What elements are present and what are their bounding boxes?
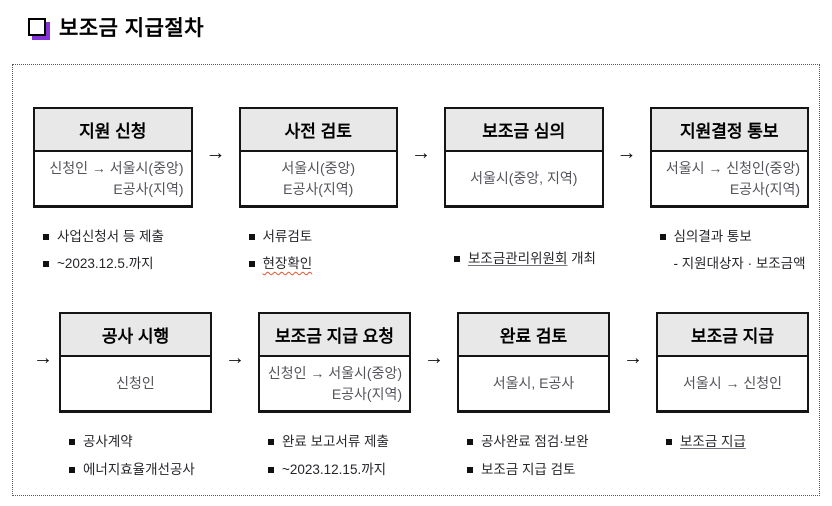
flow-step-party-line: 신청인 → 서울시(중앙) [267, 364, 402, 381]
bullet-text: 지원대상자 · 보조금액 [681, 256, 806, 272]
flow-step-parties: 서울시, E공사 [459, 357, 608, 410]
flow-step-parties: 서울시(중앙) E공사(지역) [241, 152, 397, 205]
bullet-item: 에너지효율개선공사 [69, 461, 212, 479]
right-arrow-icon: → [33, 347, 53, 370]
bullet-item: 보조금 지급 [666, 433, 809, 451]
bullet-text: ~2023.12.5.까지 [57, 256, 154, 272]
bullet-item: 보조금 지급 검토 [467, 461, 610, 479]
bullet-item: ~2023.12.15.까지 [268, 461, 411, 479]
flow-step-notes: 사업신청서 등 제출 ~2023.12.5.까지 [33, 228, 193, 273]
bullet-item: 완료 보고서류 제출 [268, 433, 411, 451]
bullet-item: ~2023.12.5.까지 [43, 255, 193, 273]
right-arrow-icon: → [225, 347, 245, 370]
bullet-text: 보조금관리위원회 개최 [468, 251, 596, 266]
flow-step-notes: 보조금 지급 [656, 433, 809, 451]
flow-step-title: 공사 시행 [61, 314, 210, 358]
bullet-text: 심의결과 통보 [673, 229, 752, 244]
flow-step-party-line: E공사(지역) [331, 385, 402, 402]
bullet-item: 심의결과 통보 [660, 228, 810, 246]
flow-step-title: 사전 검토 [240, 109, 396, 152]
flow-step-party-line: 신청인 [116, 375, 155, 392]
right-arrow-icon: → [411, 142, 431, 164]
bullet-text: 보조금 지급 [680, 434, 746, 449]
bullet-text: 완료 보고서류 제출 [282, 434, 389, 450]
bullet-item: 공사완료 점검·보완 [467, 433, 610, 451]
flow-step-party-line: 서울시 → 신청인 [682, 375, 783, 392]
bullet-text: 현장확인 [263, 256, 313, 271]
spellcheck-marked-text: 현장확인 [262, 256, 313, 272]
bullet-item: 사업신청서 등 제출 [43, 228, 193, 246]
flow-step-notes: 심의결과 통보지원대상자 · 보조금액 [650, 228, 810, 273]
bullet-item: 서류검토 [249, 228, 399, 246]
right-arrow-icon: → [424, 347, 444, 370]
underlined-text: 보조금 지급 [680, 434, 746, 450]
flow-step-party-line: E공사(지역) [283, 180, 354, 197]
flow-step-title: 보조금 지급 [658, 314, 807, 358]
square-bullet-icon [28, 18, 46, 36]
bullet-text: 서류검토 [262, 229, 313, 244]
flow-step-title: 지원 신청 [35, 109, 191, 152]
flow-step-party-line: 서울시(중앙) [281, 159, 356, 176]
bullet-item: 보조금관리위원회 개최 [454, 250, 604, 268]
flow-step-party-line: E공사(지역) [113, 180, 184, 197]
page-title: 보조금 지급절차 [28, 12, 204, 42]
bullet-item: 현장확인 [249, 255, 399, 273]
flow-step-party-line: 신청인 → 서울시(중앙) [49, 159, 184, 176]
right-arrow-icon: → [205, 142, 226, 164]
right-arrow-icon: → [616, 142, 637, 164]
flow-step-title: 지원결정 통보 [651, 109, 807, 152]
flow-step-party-line: 서울시(중앙, 지역) [470, 170, 578, 186]
flow-step-parties: 신청인 → 서울시(중앙) E공사(지역) [260, 357, 409, 410]
page-title-text: 보조금 지급절차 [59, 17, 205, 40]
underlined-text: 보조금관리위원회 [468, 251, 568, 266]
bullet-text: ~2023.12.15.까지 [282, 461, 387, 477]
flow-step-parties: 서울시(중앙, 지역) [446, 152, 602, 205]
flow-step-parties: 서울시 → 신청인 [658, 357, 807, 410]
flow-step-party-line: 서울시 → 신청인(중앙) [665, 159, 800, 176]
bullet-item: 공사계약 [69, 433, 212, 451]
bullet-text: 에너지효율개선공사 [83, 461, 195, 477]
bullet-text: 사업신청서 등 제출 [57, 229, 164, 244]
bullet-text: 공사계약 [83, 434, 133, 450]
flow-step-parties: 신청인 → 서울시(중앙) E공사(지역) [35, 152, 191, 205]
bullet-text: 공사완료 점검·보완 [481, 434, 589, 450]
flow-step-title: 보조금 지급 요청 [260, 314, 409, 358]
bullet-text: 보조금 지급 검토 [481, 461, 576, 477]
flow-step-parties: 서울시 → 신청인(중앙) E공사(지역) [652, 152, 808, 205]
bullet-item: 지원대상자 · 보조금액 [660, 255, 810, 273]
flow-step-notes: 보조금관리위원회 개최 [444, 250, 604, 268]
right-arrow-icon: → [623, 347, 643, 370]
flow-step-party-line: 서울시, E공사 [492, 375, 575, 392]
flow-step-notes: 완료 보고서류 제출 ~2023.12.15.까지 [258, 433, 411, 478]
flow-step-party-line: E공사(지역) [729, 180, 800, 197]
flow-step-parties: 신청인 [61, 357, 210, 410]
flow-step-title: 보조금 심의 [446, 109, 602, 152]
flow-step-title: 완료 검토 [459, 314, 608, 358]
